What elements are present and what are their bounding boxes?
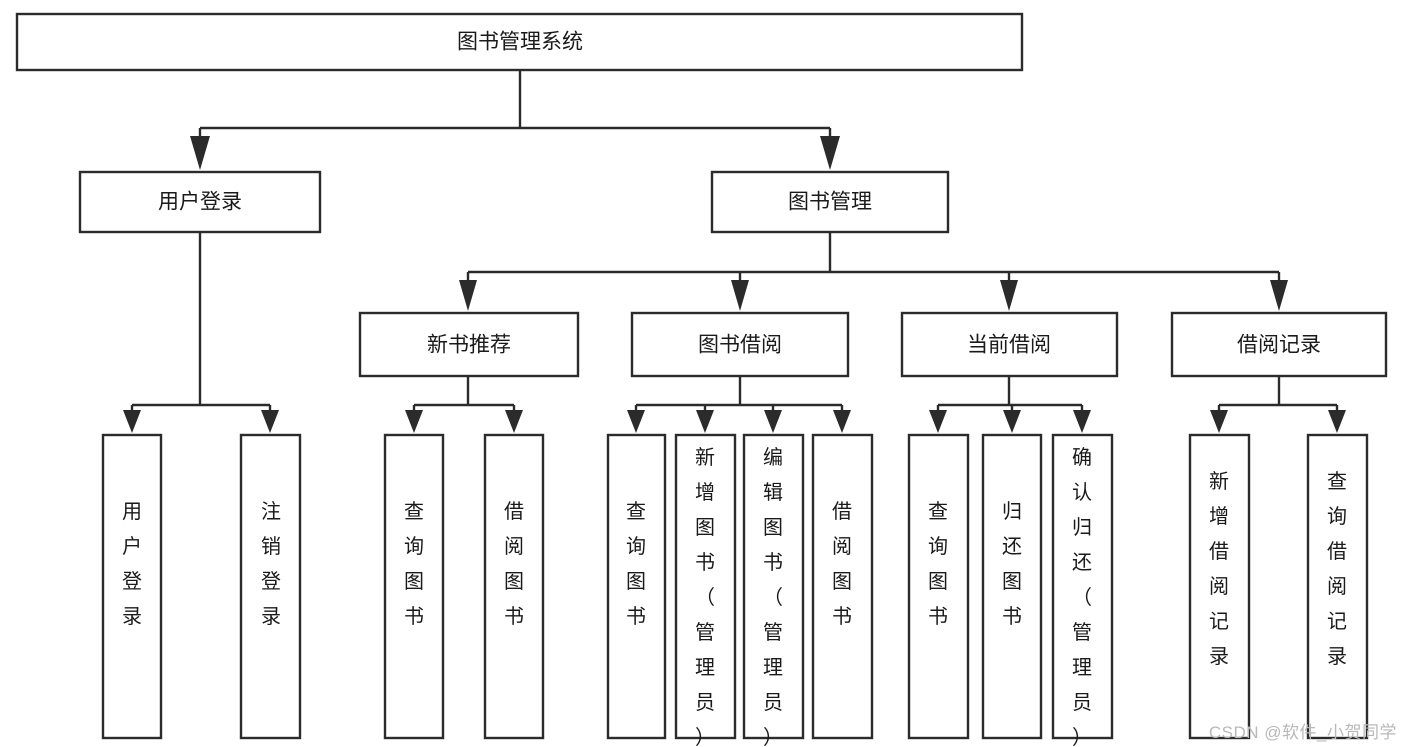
node-borrow-record-label: 借阅记录 bbox=[1237, 334, 1321, 357]
arrowhead-leaf-borrow-book-b bbox=[833, 410, 851, 433]
arrowhead-user-login bbox=[190, 136, 210, 170]
node-leaf-edit-book-admin[interactable]: 编辑图书（管理员） bbox=[742, 433, 805, 747]
node-leaf-query-book-borrow[interactable]: 查询图书 bbox=[606, 433, 667, 740]
node-root-book-management-system[interactable]: 图书管理系统 bbox=[15, 12, 1024, 72]
node-leaf-query-book-current[interactable]: 查询图书 bbox=[907, 433, 970, 740]
node-current-borrow[interactable]: 当前借阅 bbox=[900, 311, 1119, 378]
node-current-borrow-label: 当前借阅 bbox=[967, 334, 1051, 357]
arrowhead-book-borrow bbox=[731, 280, 749, 311]
arrowhead-leaf-user-login bbox=[123, 410, 141, 433]
node-leaf-return-book[interactable]: 归还图书 bbox=[981, 433, 1043, 740]
arrowhead-leaf-return-book bbox=[1003, 410, 1021, 433]
node-borrow-record[interactable]: 借阅记录 bbox=[1170, 311, 1388, 378]
node-leaf-add-book-admin[interactable]: 新增图书（管理员） bbox=[674, 433, 737, 747]
node-leaf-logout[interactable]: 注销登录 bbox=[239, 433, 302, 740]
node-leaf-user-login-label: 用户登录 bbox=[122, 501, 142, 628]
node-leaf-query-book-newbook-label: 查询图书 bbox=[404, 500, 424, 628]
node-new-book-recommend-label: 新书推荐 bbox=[427, 334, 511, 357]
arrowhead-book-mgmt bbox=[820, 136, 840, 170]
node-book-management[interactable]: 图书管理 bbox=[710, 170, 950, 234]
node-new-book-recommend[interactable]: 新书推荐 bbox=[358, 311, 580, 378]
arrowhead-leaf-logout bbox=[261, 410, 279, 433]
node-leaf-query-book-newbook[interactable]: 查询图书 bbox=[383, 433, 445, 740]
arrowhead-leaf-confirm-return bbox=[1073, 410, 1091, 433]
arrowhead-leaf-query-book-a bbox=[405, 410, 423, 433]
node-leaf-confirm-return-admin-label: 确认归还（管理员） bbox=[1072, 446, 1092, 747]
node-leaf-add-borrow-record[interactable]: 新增借阅记录 bbox=[1188, 433, 1251, 740]
node-leaf-query-borrow-record-label: 查询借阅记录 bbox=[1327, 470, 1347, 668]
node-leaf-return-book-label: 归还图书 bbox=[1002, 500, 1022, 628]
node-book-borrow-label: 图书借阅 bbox=[698, 334, 782, 357]
arrowhead-leaf-query-book-c bbox=[929, 410, 947, 433]
arrowhead-current-borrow bbox=[1000, 280, 1018, 311]
node-book-management-label: 图书管理 bbox=[788, 191, 872, 214]
node-leaf-logout-label: 注销登录 bbox=[261, 500, 281, 628]
arrowhead-leaf-borrow-book-a bbox=[505, 410, 523, 433]
node-leaf-query-borrow-record[interactable]: 查询借阅记录 bbox=[1306, 433, 1369, 740]
arrowhead-borrow-record bbox=[1270, 280, 1288, 311]
node-leaf-confirm-return-admin[interactable]: 确认归还（管理员） bbox=[1051, 433, 1114, 747]
node-leaf-add-book-admin-label: 新增图书（管理员） bbox=[695, 446, 715, 747]
node-user-login-label: 用户登录 bbox=[158, 191, 242, 214]
node-leaf-edit-book-admin-label: 编辑图书（管理员） bbox=[763, 446, 783, 747]
node-book-borrow[interactable]: 图书借阅 bbox=[630, 311, 850, 378]
arrowhead-leaf-query-book-b bbox=[627, 410, 645, 433]
node-leaf-borrow-book-newbook-label: 借阅图书 bbox=[504, 500, 524, 628]
arrowhead-new-book-rec bbox=[459, 280, 477, 311]
node-leaf-query-book-borrow-label: 查询图书 bbox=[626, 500, 646, 628]
arrowhead-leaf-add-book bbox=[696, 410, 714, 433]
node-user-login[interactable]: 用户登录 bbox=[78, 170, 322, 234]
arrowhead-leaf-add-record bbox=[1210, 410, 1228, 433]
node-leaf-query-book-current-label: 查询图书 bbox=[928, 500, 948, 628]
arrowhead-leaf-query-record bbox=[1328, 410, 1346, 433]
connector-layer bbox=[123, 70, 1346, 433]
node-leaf-borrow-book-newbook[interactable]: 借阅图书 bbox=[483, 433, 545, 740]
node-leaf-user-login[interactable]: 用户登录 bbox=[101, 433, 163, 740]
arrowhead-leaf-edit-book bbox=[764, 410, 782, 433]
node-leaf-add-borrow-record-label: 新增借阅记录 bbox=[1209, 470, 1229, 668]
node-root-label: 图书管理系统 bbox=[457, 31, 583, 54]
node-leaf-borrow-book-borrow[interactable]: 借阅图书 bbox=[811, 433, 874, 740]
node-leaf-borrow-book-borrow-label: 借阅图书 bbox=[832, 500, 852, 628]
